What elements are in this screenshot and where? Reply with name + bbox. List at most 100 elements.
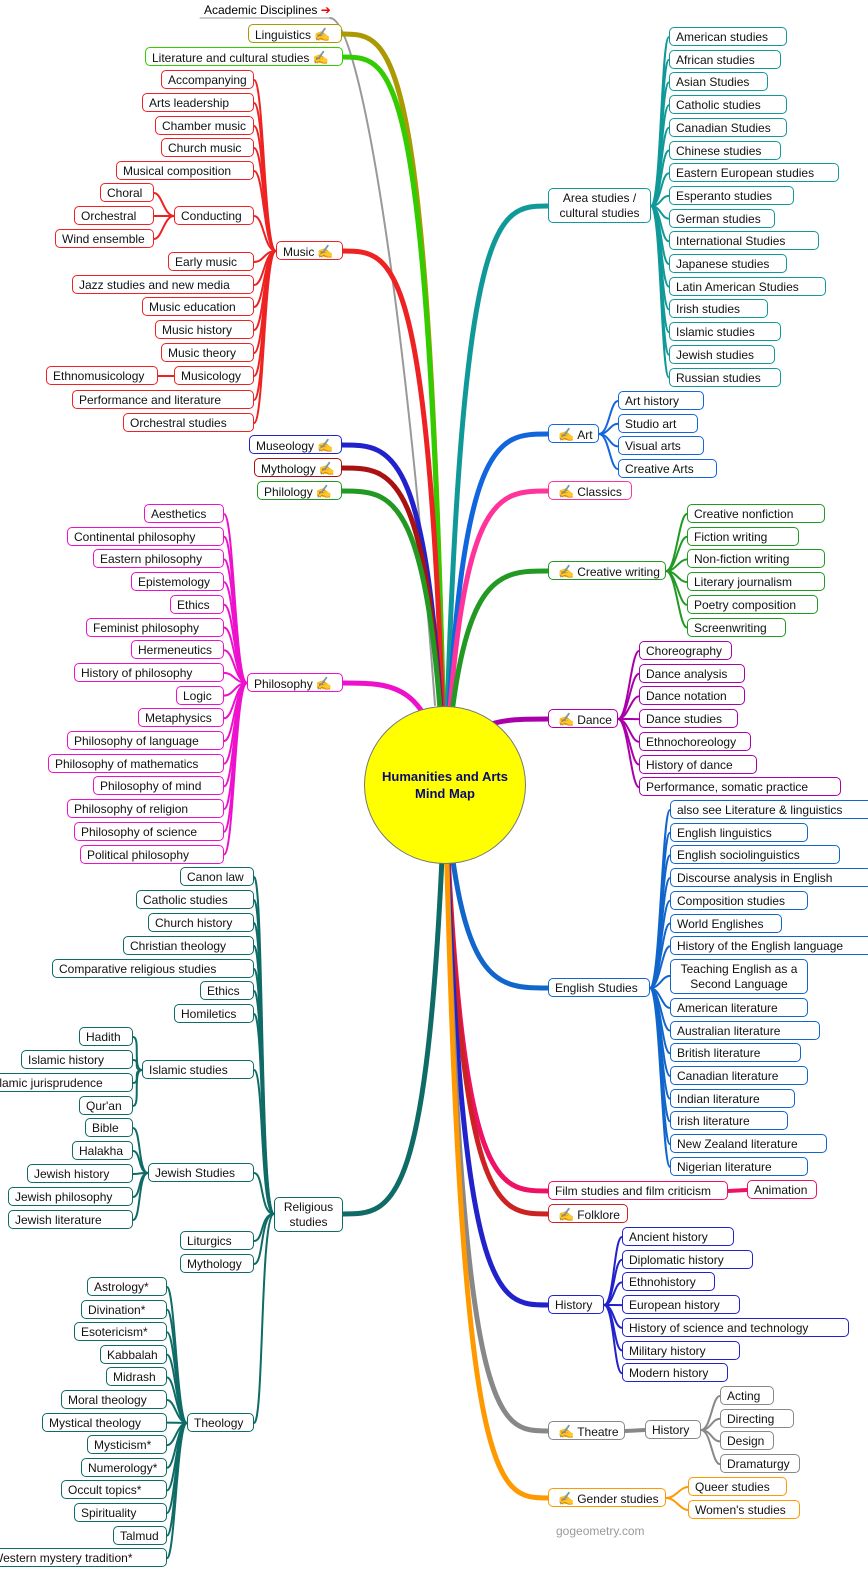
- music-musicology[interactable]: Musicology: [174, 366, 254, 385]
- religion-homiletics[interactable]: Homiletics: [174, 1004, 254, 1023]
- english-discourse-analysis-in-english[interactable]: Discourse analysis in English: [670, 868, 868, 888]
- philosophy-philosophy-of-religion[interactable]: Philosophy of religion: [67, 799, 224, 819]
- branch-english-studies[interactable]: English Studies: [548, 978, 650, 997]
- theatre-dramaturgy[interactable]: Dramaturgy: [720, 1454, 800, 1474]
- creative-screenwriting[interactable]: Screenwriting: [687, 617, 786, 637]
- area-latin-american-studies[interactable]: Latin American Studies: [669, 276, 826, 296]
- dance-ethnochoreology[interactable]: Ethnochoreology: [639, 731, 751, 751]
- theology-astrology[interactable]: Astrology*: [87, 1277, 167, 1296]
- philosophy-feminist-philosophy[interactable]: Feminist philosophy: [86, 617, 224, 637]
- branch-folklore[interactable]: ✍Folklore: [548, 1204, 628, 1223]
- history-ethnohistory[interactable]: Ethnohistory: [622, 1272, 715, 1292]
- islamic-qur-an[interactable]: Qur'an: [79, 1096, 133, 1115]
- dance-performance-somatic-practice[interactable]: Performance, somatic practice: [639, 777, 841, 797]
- religion-church-history[interactable]: Church history: [148, 913, 254, 932]
- jewish-halakha[interactable]: Halakha: [72, 1141, 133, 1160]
- philosophy-philosophy-of-language[interactable]: Philosophy of language: [67, 731, 224, 750]
- philosophy-eastern-philosophy[interactable]: Eastern philosophy: [93, 549, 224, 569]
- english-british-literature[interactable]: British literature: [670, 1043, 801, 1063]
- religion-jewish-studies[interactable]: Jewish Studies: [148, 1163, 254, 1182]
- religion-theology[interactable]: Theology: [187, 1413, 254, 1432]
- area-jewish-studies[interactable]: Jewish studies: [669, 344, 775, 364]
- english-new-zealand-literature[interactable]: New Zealand literature: [670, 1134, 827, 1154]
- philosophy-epistemology[interactable]: Epistemology: [131, 572, 224, 592]
- music-conducting[interactable]: Conducting: [174, 206, 254, 225]
- branch-area-studies[interactable]: Area studies / cultural studies: [548, 188, 651, 223]
- english-irish-literature[interactable]: Irish literature: [670, 1111, 788, 1131]
- area-asian-studies[interactable]: Asian Studies: [669, 72, 768, 92]
- area-irish-studies[interactable]: Irish studies: [669, 299, 768, 319]
- english-also-see-literature-linguistics[interactable]: also see Literature & linguistics: [670, 800, 868, 819]
- branch-linguistics[interactable]: Linguistics✍: [248, 24, 342, 43]
- branch-philology[interactable]: Philology✍: [257, 481, 342, 500]
- english-american-literature[interactable]: American literature: [670, 997, 808, 1017]
- branch-art[interactable]: ✍Art: [548, 424, 599, 443]
- area-islamic-studies[interactable]: Islamic studies: [669, 322, 781, 342]
- dance-choreography[interactable]: Choreography: [639, 641, 732, 660]
- philosophy-history-of-philosophy[interactable]: History of philosophy: [74, 662, 224, 682]
- islamic-islamic-jurisprudence[interactable]: Islamic jurisprudence: [0, 1073, 133, 1092]
- music-music-history[interactable]: Music history: [155, 320, 254, 339]
- history-modern-history[interactable]: Modern history: [622, 1363, 728, 1383]
- music-music-theory[interactable]: Music theory: [161, 343, 254, 362]
- philosophy-continental-philosophy[interactable]: Continental philosophy: [67, 526, 224, 546]
- area-eastern-european-studies[interactable]: Eastern European studies: [669, 163, 839, 183]
- branch-gender-studies[interactable]: ✍Gender studies: [548, 1488, 666, 1507]
- film-animation[interactable]: Animation: [747, 1180, 817, 1199]
- religion-comparative-religious-studies[interactable]: Comparative religious studies: [52, 959, 254, 978]
- creative-creative-nonfiction[interactable]: Creative nonfiction: [687, 504, 825, 523]
- islamic-hadith[interactable]: Hadith: [79, 1027, 133, 1046]
- art-visual-arts[interactable]: Visual arts: [618, 436, 704, 456]
- philosophy-aesthetics[interactable]: Aesthetics: [144, 504, 224, 523]
- theology-moral-theology[interactable]: Moral theology: [61, 1390, 167, 1409]
- musicology-ethnomusicology[interactable]: Ethnomusicology: [46, 366, 158, 385]
- music-church-music[interactable]: Church music: [161, 138, 254, 157]
- english-world-englishes[interactable]: World Englishes: [670, 913, 782, 933]
- theology-spirituality[interactable]: Spirituality: [74, 1503, 167, 1522]
- english-history-of-the-english-language[interactable]: History of the English language: [670, 936, 868, 956]
- area-russian-studies[interactable]: Russian studies: [669, 367, 781, 387]
- religion-mythology[interactable]: Mythology: [180, 1254, 254, 1273]
- english-canadian-literature[interactable]: Canadian literature: [670, 1066, 808, 1085]
- art-creative-arts[interactable]: Creative Arts: [618, 459, 717, 479]
- jewish-jewish-philosophy[interactable]: Jewish philosophy: [8, 1187, 133, 1206]
- theology-mystical-theology[interactable]: Mystical theology: [42, 1412, 167, 1432]
- history-history-of-science-and-technology[interactable]: History of science and technology: [622, 1317, 849, 1337]
- dance-dance-analysis[interactable]: Dance analysis: [639, 663, 745, 683]
- theology-talmud[interactable]: Talmud: [113, 1525, 167, 1545]
- branch-religious-studies[interactable]: Religious studies: [274, 1197, 343, 1232]
- music-accompanying[interactable]: Accompanying: [161, 70, 254, 89]
- music-chamber-music[interactable]: Chamber music: [155, 116, 254, 135]
- philosophy-philosophy-of-science[interactable]: Philosophy of science: [74, 821, 224, 841]
- philosophy-philosophy-of-mathematics[interactable]: Philosophy of mathematics: [48, 753, 224, 773]
- creative-fiction-writing[interactable]: Fiction writing: [687, 526, 799, 546]
- theology-midrash[interactable]: Midrash: [106, 1367, 167, 1387]
- creative-literary-journalism[interactable]: Literary journalism: [687, 572, 825, 592]
- theology-numerology[interactable]: Numerology*: [81, 1457, 167, 1477]
- jewish-bible[interactable]: Bible: [85, 1118, 133, 1137]
- music-arts-leadership[interactable]: Arts leadership: [142, 93, 254, 112]
- theatre-history[interactable]: History: [645, 1420, 701, 1439]
- area-catholic-studies[interactable]: Catholic studies: [669, 95, 787, 115]
- music-orchestral-studies[interactable]: Orchestral studies: [123, 413, 254, 432]
- theology-occult-topics[interactable]: Occult topics*: [61, 1480, 167, 1500]
- theology-kabbalah[interactable]: Kabbalah: [100, 1344, 167, 1364]
- branch-mythology[interactable]: Mythology✍: [254, 458, 342, 477]
- art-art-history[interactable]: Art history: [618, 391, 704, 410]
- english-english-linguistics[interactable]: English linguistics: [670, 822, 808, 842]
- branch-literature[interactable]: Literature and cultural studies✍: [145, 47, 343, 66]
- area-esperanto-studies[interactable]: Esperanto studies: [669, 185, 794, 205]
- english-nigerian-literature[interactable]: Nigerian literature: [670, 1156, 808, 1176]
- theatre-directing[interactable]: Directing: [720, 1408, 794, 1428]
- english-australian-literature[interactable]: Australian literature: [670, 1020, 820, 1040]
- center-topic[interactable]: Humanities and Arts Mind Map: [364, 706, 526, 864]
- academic-disciplines-label[interactable]: Academic Disciplines ➔: [204, 3, 331, 17]
- area-african-studies[interactable]: African studies: [669, 49, 781, 69]
- philosophy-philosophy-of-mind[interactable]: Philosophy of mind: [93, 776, 224, 796]
- dance-dance-notation[interactable]: Dance notation: [639, 686, 745, 706]
- branch-dance[interactable]: ✍Dance: [548, 709, 618, 728]
- conducting-orchestral[interactable]: Orchestral: [74, 206, 154, 225]
- dance-dance-studies[interactable]: Dance studies: [639, 709, 738, 729]
- theology-esotericism[interactable]: Esotericism*: [74, 1322, 167, 1342]
- dance-history-of-dance[interactable]: History of dance: [639, 754, 757, 774]
